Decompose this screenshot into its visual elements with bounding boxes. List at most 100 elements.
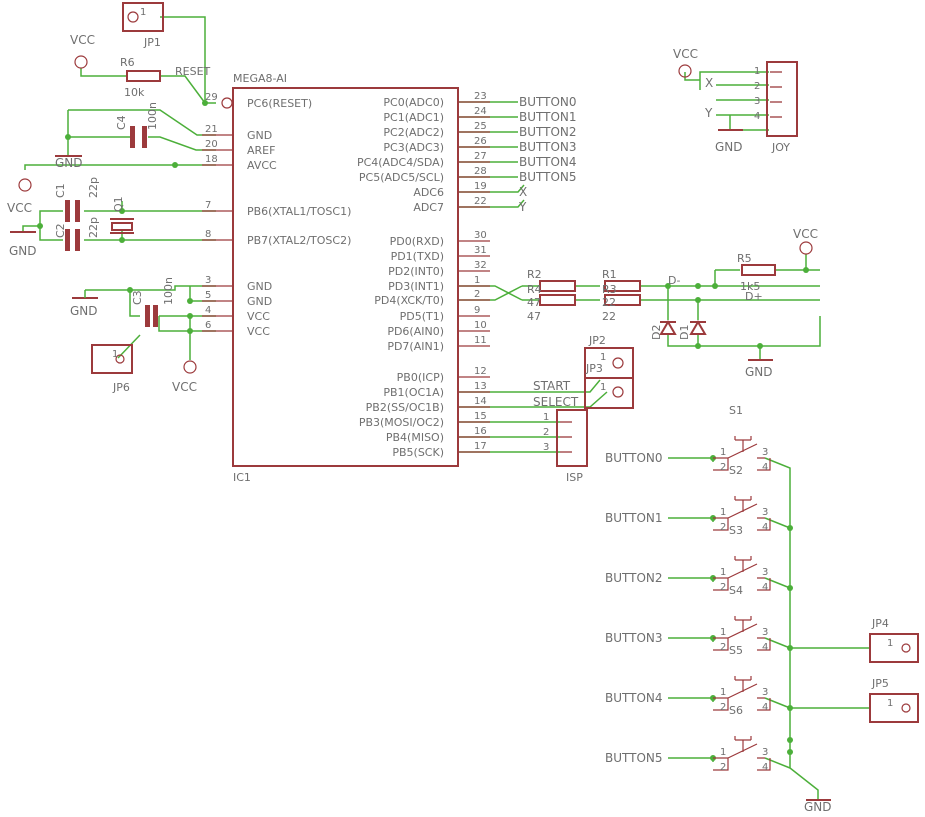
- switch-pin-1: 1: [720, 567, 726, 578]
- ic1-pin-name: PC5(ADC5/SCL): [359, 171, 444, 184]
- jp6-pin-number: 1: [112, 349, 118, 360]
- net-button4: BUTTON4: [605, 691, 663, 705]
- joy-pin-4: 4: [754, 111, 760, 122]
- ic1-pin-number: 19: [474, 181, 487, 192]
- r6-value: 10k: [124, 86, 145, 99]
- ic1-pin-number: 3: [205, 275, 211, 286]
- s5-label: S5: [729, 644, 743, 657]
- c3-value: 100n: [162, 277, 175, 305]
- ic1-pin-name: PB4(MISO): [386, 431, 444, 444]
- joy-net-y: Y: [704, 106, 713, 120]
- switch-pin-2: 2: [720, 522, 726, 533]
- r5-resistor[interactable]: R5 1k5: [737, 252, 776, 293]
- joy-connector[interactable]: 1 2 3 4 JOY: [754, 61, 798, 154]
- c3-label: C3: [131, 290, 144, 305]
- ic1-pin-name: ADC6: [413, 186, 444, 199]
- vcc-symbol-c3: VCC: [172, 360, 197, 394]
- ic1-pin-number: 15: [474, 411, 487, 422]
- jp3-label: JP3: [585, 362, 603, 375]
- gnd-symbol-joy: GND: [715, 129, 743, 154]
- ic1-pin-number: 5: [205, 290, 211, 301]
- ic1-pin-name: ADC7: [413, 201, 444, 214]
- r5-label: R5: [737, 252, 752, 265]
- jp4-jumper[interactable]: 1 JP4: [869, 617, 919, 663]
- jp5-jumper[interactable]: 1 JP5: [869, 677, 919, 723]
- joy-pin-2: 2: [754, 81, 760, 92]
- switch-pin-3: 3: [762, 567, 768, 578]
- ic1-pin-name: PB6(XTAL1/TOSC1): [247, 205, 351, 218]
- r4-label: R4: [527, 283, 542, 296]
- ic1-pin-name: PC4(ADC4/SDA): [357, 156, 444, 169]
- switch-symbol: [713, 556, 771, 591]
- r6-resistor[interactable]: R6 10k RESET: [120, 56, 211, 99]
- ic1-pin-number: 30: [474, 230, 487, 241]
- ic1-pin-name: PC0(ADC0): [383, 96, 444, 109]
- jp3-jumper[interactable]: 1 JP3: [584, 362, 634, 409]
- net-start: START: [533, 379, 571, 393]
- jp3-pin-number: 1: [600, 382, 606, 393]
- isp-connector[interactable]: 1 2 3 ISP: [543, 409, 588, 484]
- switch-symbol: [713, 736, 771, 771]
- gnd-symbol-c2: GND: [9, 231, 37, 258]
- ic1-value-label: MEGA8-AI: [233, 72, 287, 85]
- switch-pin-1: 1: [720, 507, 726, 518]
- r4-value-overlap: 47: [527, 296, 541, 309]
- d2-diode[interactable]: D2: [650, 320, 677, 340]
- ic1-pin-name: PC1(ADC1): [383, 111, 444, 124]
- q1-crystal[interactable]: Q1: [110, 196, 134, 234]
- ic1-pin-name: PD1(TXD): [391, 250, 444, 263]
- r4-resistor[interactable]: R4 47 47: [527, 283, 576, 323]
- jp1-jumper[interactable]: 1 JP1: [122, 2, 164, 49]
- net-button2: BUTTON2: [605, 571, 663, 585]
- net-button4: BUTTON4: [519, 155, 577, 169]
- ic1-pin-name: PB2(SS/OC1B): [366, 401, 444, 414]
- jp1-pin-number: 1: [140, 7, 146, 18]
- vcc-label: VCC: [172, 380, 197, 394]
- c4-capacitor[interactable]: C4 100n: [115, 102, 159, 148]
- joy-label: JOY: [771, 141, 790, 154]
- d1-diode[interactable]: D1: [678, 320, 707, 340]
- ic1-pin-name: PD3(INT1): [388, 280, 444, 293]
- ic1-pin-number: 20: [205, 139, 218, 150]
- ic1-pin-number: 29: [205, 92, 218, 103]
- switch-pin-1: 1: [720, 447, 726, 458]
- ic1-pin-name: PB3(MOSI/OC2): [359, 416, 444, 429]
- ic1-pin-name: GND: [247, 129, 272, 142]
- ic1-pin-name: PD7(AIN1): [387, 340, 444, 353]
- r1-resistor[interactable]: R1 R3: [602, 268, 641, 296]
- jp2-jumper[interactable]: 1 JP2: [584, 334, 634, 379]
- vcc-label: VCC: [7, 201, 32, 215]
- c2-label: C2: [54, 223, 67, 238]
- r3-resistor[interactable]: 22 22: [602, 294, 641, 323]
- c1-capacitor[interactable]: C1 22p: [54, 177, 100, 222]
- s3-label: S3: [729, 524, 743, 537]
- c2-capacitor[interactable]: C2 22p: [54, 217, 100, 251]
- jp6-label: JP6: [112, 381, 130, 394]
- jp2-pin-number: 1: [600, 352, 606, 363]
- vcc-label: VCC: [70, 33, 95, 47]
- switch-pin-4: 4: [762, 582, 768, 593]
- ic1-pin-number: 32: [474, 260, 487, 271]
- r2-resistor[interactable]: R2: [527, 268, 576, 292]
- jp6-jumper[interactable]: 1 JP6: [91, 344, 133, 394]
- d1-label: D1: [678, 325, 691, 340]
- switch-pin-4: 4: [762, 462, 768, 473]
- ic1-pin-number: 28: [474, 166, 487, 177]
- d2-label: D2: [650, 325, 663, 340]
- jp4-label: JP4: [871, 617, 889, 630]
- reset-inverted-bubble: [221, 97, 233, 109]
- c4-label: C4: [115, 115, 128, 130]
- ic1-pin-name: PC6(RESET): [247, 97, 312, 110]
- gnd-symbol-switches: GND: [804, 799, 832, 814]
- ic1-pin-name: PD6(AIN0): [387, 325, 444, 338]
- c1-value: 22p: [87, 177, 100, 198]
- c3-capacitor[interactable]: C3 100n: [131, 277, 175, 327]
